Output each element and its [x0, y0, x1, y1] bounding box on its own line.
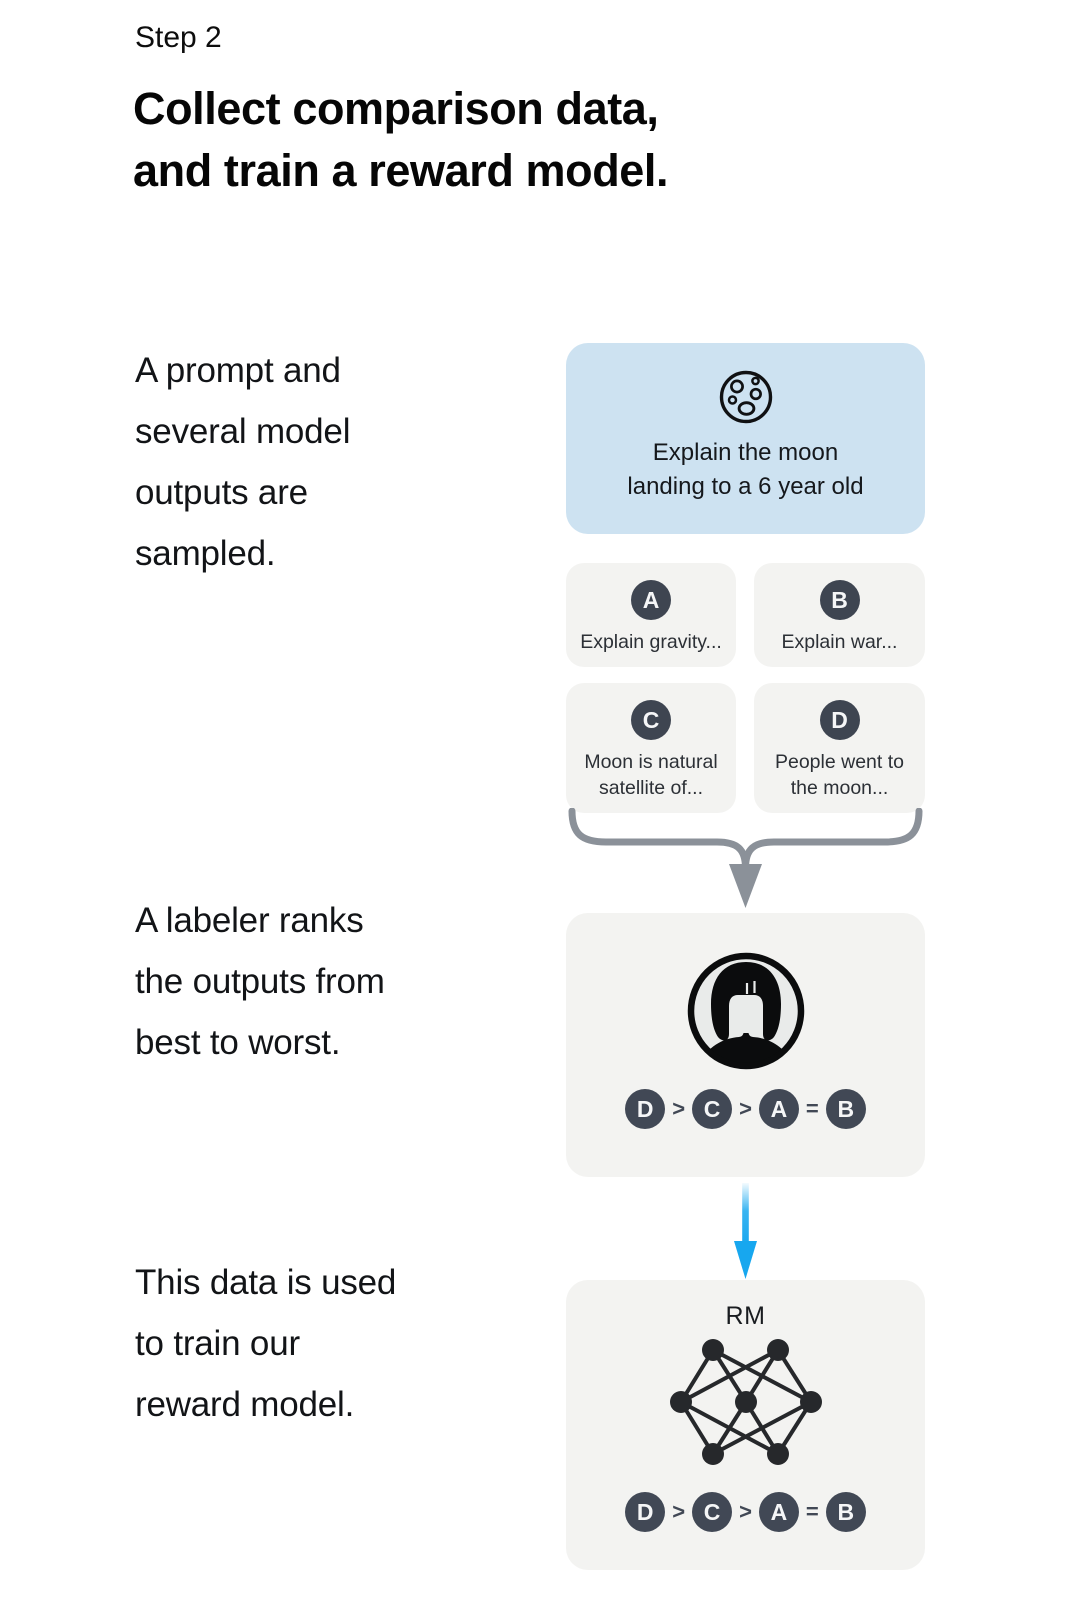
- prompt-text: Explain the moon landing to a 6 year old: [566, 436, 925, 504]
- output-text-c: Moon is natural satellite of...: [566, 749, 736, 801]
- output-letter-badge-a: A: [631, 580, 671, 620]
- rank-operator: >: [672, 1499, 686, 1524]
- output-text-a: Explain gravity...: [566, 629, 736, 655]
- rank-badge: D: [625, 1089, 666, 1129]
- output-text-d: People went to the moon...: [754, 749, 925, 801]
- output-letter-badge-c: C: [631, 700, 671, 740]
- rank-badge: C: [692, 1492, 733, 1532]
- rank-operator: >: [739, 1096, 752, 1121]
- rank-operator: =: [805, 1096, 819, 1121]
- prompt-card: Explain the moon landing to a 6 year old: [566, 343, 925, 534]
- caption-line: A prompt and: [135, 351, 341, 390]
- flow-arrow-icon: [727, 1183, 764, 1280]
- step-label: Step 2: [135, 21, 222, 54]
- caption-line: This data is used: [135, 1263, 397, 1302]
- rm-label: RM: [725, 1302, 766, 1330]
- output-text-line: the moon...: [790, 777, 889, 799]
- rank-badge: D: [625, 1492, 666, 1532]
- neural-network-icon: [566, 1338, 925, 1466]
- page-title: Collect comparison data, and train a rew…: [133, 78, 669, 202]
- output-card-d: D People went to the moon...: [754, 683, 925, 813]
- rank-badge: A: [758, 1492, 799, 1532]
- caption-ranking: A labeler ranks the outputs from best to…: [135, 890, 565, 1073]
- rank-operator: =: [805, 1499, 819, 1524]
- output-letter-badge-d: D: [819, 700, 860, 740]
- rm-ranking-row: D > C > A = B: [566, 1492, 925, 1532]
- output-text-line: Explain war...: [781, 631, 898, 653]
- caption-line: outputs are: [135, 473, 308, 512]
- rank-badge: A: [758, 1089, 799, 1129]
- output-card-c: C Moon is natural satellite of...: [566, 683, 736, 813]
- caption-line: reward model.: [135, 1385, 355, 1424]
- output-card-a: A Explain gravity...: [566, 563, 736, 667]
- rank-operator: >: [739, 1499, 752, 1524]
- output-text-line: People went to: [774, 751, 904, 773]
- labeler-avatar-icon: [566, 949, 925, 1073]
- caption-line: sampled.: [135, 534, 276, 573]
- output-card-b: B Explain war...: [754, 563, 925, 667]
- prompt-text-line: landing to a 6 year old: [627, 473, 864, 500]
- labeler-card: D > C > A = B: [566, 913, 925, 1177]
- caption-line: several model: [135, 412, 351, 451]
- rank-badge: C: [692, 1089, 733, 1129]
- caption-line: best to worst.: [135, 1023, 341, 1062]
- reward-model-card: RM D > C > A = B: [566, 1280, 925, 1570]
- prompt-text-line: Explain the moon: [652, 439, 839, 466]
- title-line-2: and train a reward model.: [133, 145, 669, 196]
- moon-icon: [566, 369, 925, 425]
- rank-operator: >: [672, 1096, 686, 1121]
- output-text-line: satellite of...: [598, 777, 704, 799]
- output-text-b: Explain war...: [754, 629, 925, 655]
- rank-badge: B: [825, 1492, 866, 1532]
- rank-badge: B: [825, 1089, 866, 1129]
- caption-line: the outputs from: [135, 962, 385, 1001]
- caption-sampling: A prompt and several model outputs are s…: [135, 340, 565, 584]
- gather-brace-arrow-icon: [566, 807, 925, 912]
- caption-training: This data is used to train our reward mo…: [135, 1252, 565, 1435]
- caption-line: A labeler ranks: [135, 901, 364, 940]
- output-letter-badge-b: B: [819, 580, 860, 620]
- output-text-line: Moon is natural: [584, 751, 718, 773]
- output-text-line: Explain gravity...: [580, 631, 722, 653]
- ranking-row: D > C > A = B: [566, 1089, 925, 1129]
- caption-line: to train our: [135, 1324, 300, 1363]
- title-line-1: Collect comparison data,: [133, 83, 659, 134]
